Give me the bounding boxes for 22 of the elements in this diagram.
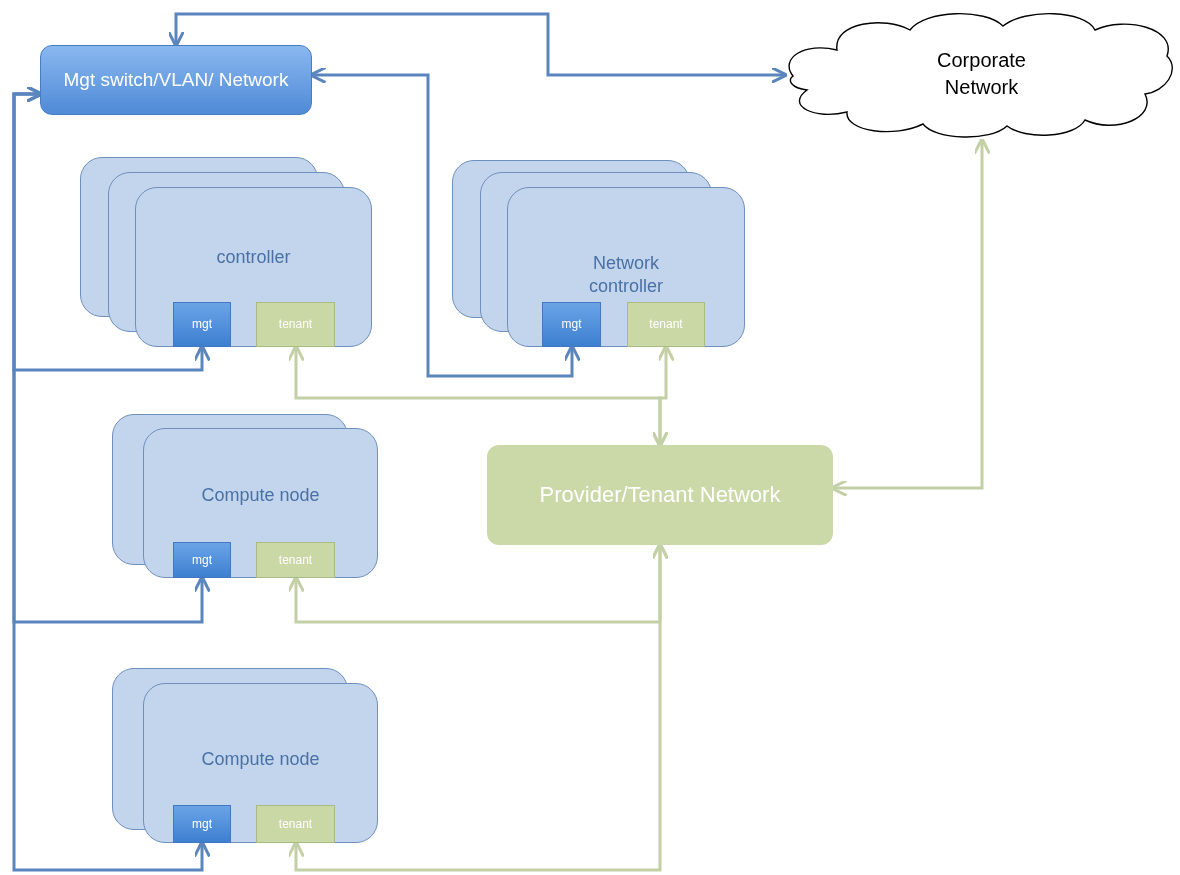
node-label: Network controller: [588, 252, 664, 297]
port-box: mgt: [542, 302, 601, 347]
port-box: mgt: [173, 805, 231, 843]
port-box: tenant: [627, 302, 705, 347]
server-card: [135, 187, 372, 347]
port-box: tenant: [256, 542, 335, 578]
node-label: Corporate Network: [936, 47, 1027, 100]
port-box: tenant: [256, 805, 335, 843]
connector-arrow: [287, 542, 669, 872]
server-card: [143, 683, 378, 843]
switch-box: Mgt switch/VLAN/ Network: [40, 45, 312, 115]
port-box: mgt: [173, 302, 231, 347]
node-label: controller: [216, 246, 291, 269]
network-box: Provider/Tenant Network: [487, 445, 833, 545]
port-box: tenant: [256, 302, 335, 347]
connector-arrow: [12, 85, 211, 872]
server-card: [507, 187, 745, 347]
connector-arrow: [167, 12, 788, 84]
node-label: Compute node: [201, 748, 320, 771]
node-label: Compute node: [201, 484, 320, 507]
port-box: mgt: [173, 542, 231, 578]
server-card: [143, 428, 378, 578]
